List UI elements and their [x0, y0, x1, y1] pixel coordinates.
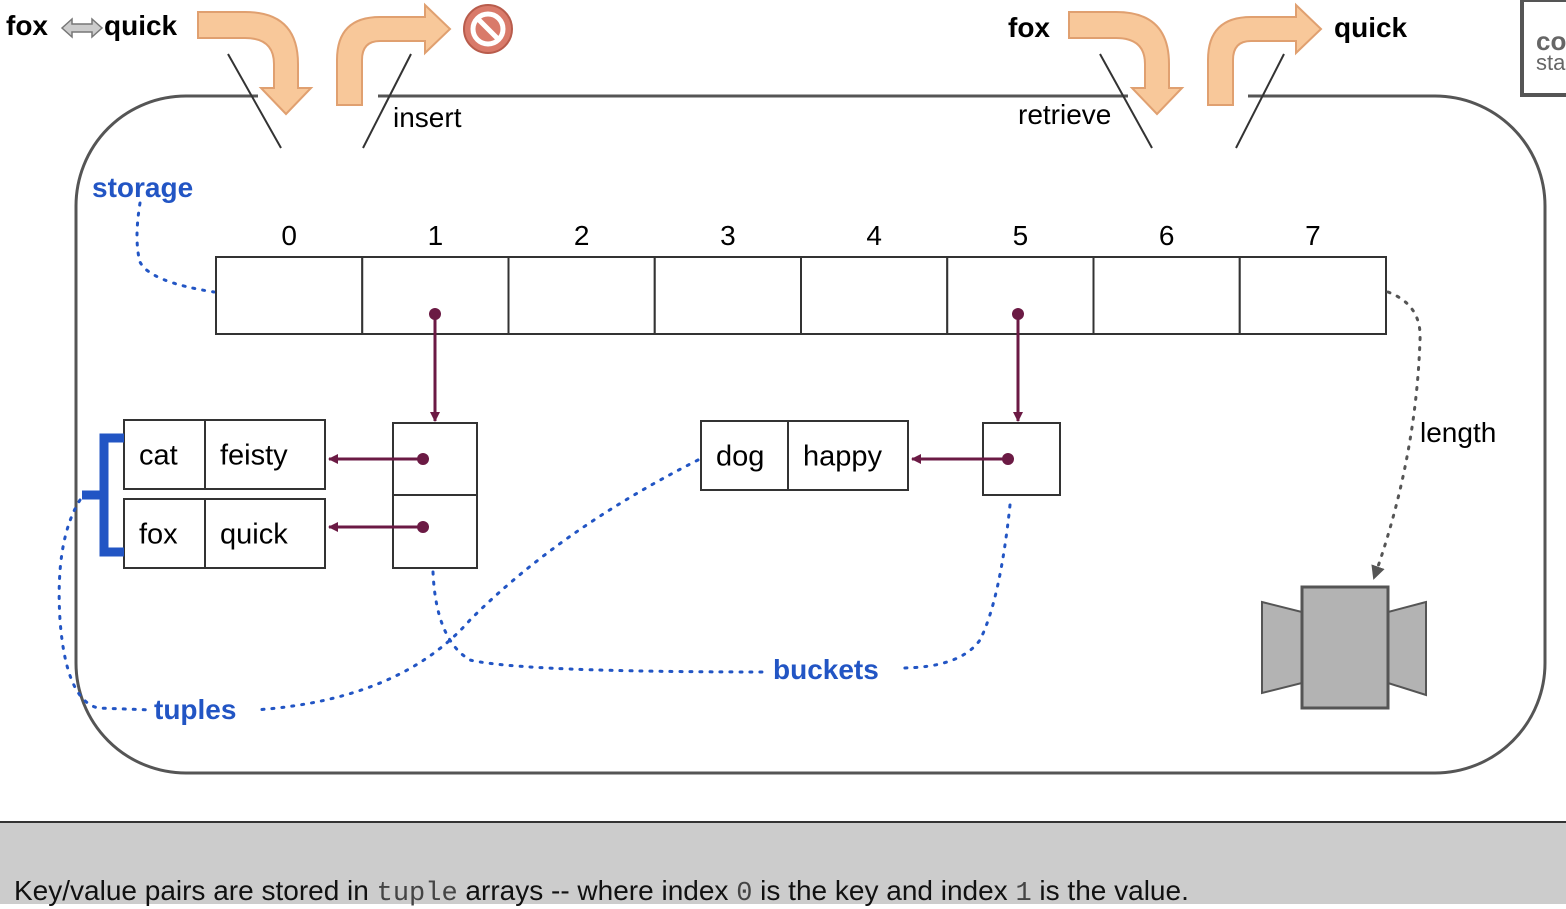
hashtable-diagram: fox quick insert fox quick retrieve co s…: [6, 0, 1566, 775]
caption-text: Key/value pairs are stored in tuple arra…: [14, 875, 1189, 909]
tuples-bracket: [82, 433, 124, 557]
length-label: length: [1420, 417, 1496, 448]
storage-index-label: 1: [428, 220, 444, 251]
storage-cell: [1238, 256, 1387, 335]
corner-text-2: sta: [1536, 50, 1566, 75]
buckets-label: buckets: [773, 654, 879, 685]
storage-array: 0 1 2 3 4 5 6 7: [215, 220, 1387, 335]
length-link: [1371, 290, 1422, 580]
tuple-key: dog: [716, 441, 764, 473]
bucket-1: [392, 422, 478, 569]
storage-index-label: 2: [574, 220, 590, 251]
storage-cell: [653, 256, 802, 335]
caption-code-key-index: 0: [736, 879, 753, 909]
retrieve-door-right: [1235, 53, 1285, 149]
storage-index-label: 5: [1013, 220, 1029, 251]
caption-part-4: is the value.: [1031, 875, 1189, 906]
storage-cell: [215, 256, 364, 335]
retrieve-value-label: quick: [1334, 12, 1408, 43]
insert-door-right: [362, 53, 412, 149]
tuple-key: fox: [139, 519, 178, 551]
tuples-bucket-1: cat feisty fox quick: [123, 419, 326, 569]
buckets-link-left: [431, 570, 772, 674]
pointer-storage-5-to-bucket: [1012, 308, 1024, 422]
storage-index-label: 3: [720, 220, 736, 251]
storage-index-label: 4: [866, 220, 882, 251]
insert-value-label: quick: [104, 10, 178, 41]
storage-cell: [800, 256, 949, 335]
storage-index-label: 0: [281, 220, 297, 251]
tuples-link-right: [253, 458, 700, 712]
tuples-label: tuples: [154, 694, 236, 725]
storage-link: [135, 201, 216, 294]
retrieve-in-arrow: [1068, 11, 1185, 116]
corner-box: [1520, 0, 1566, 97]
tuple-value: feisty: [220, 440, 288, 472]
tuple-value: quick: [220, 519, 288, 551]
pointer-bucket1-slot0: [328, 453, 429, 465]
retrieve-out-arrow: [1207, 2, 1323, 106]
storage-index-label: 7: [1305, 220, 1321, 251]
bidirectional-arrow-icon: [60, 17, 104, 39]
pointer-bucket5-slot0: [911, 453, 1014, 465]
storage-label: storage: [92, 172, 193, 203]
pointer-storage-1-to-bucket: [429, 308, 441, 422]
tuple-key: cat: [139, 440, 178, 472]
insert-door-left: [227, 53, 282, 149]
caption-part-3: is the key and index: [752, 875, 1016, 906]
caption-part-1: Key/value pairs are stored in: [14, 875, 377, 906]
tuple-value: happy: [803, 441, 883, 473]
storage-cell: [1092, 256, 1241, 335]
tuples-link-left: [57, 498, 154, 712]
tuple: fox quick: [123, 498, 326, 569]
tuple: dog happy: [700, 420, 909, 491]
retrieve-op-label: retrieve: [1018, 99, 1111, 130]
retrieve-door-left: [1099, 53, 1153, 149]
caption-bar: Key/value pairs are stored in tuple arra…: [0, 821, 1566, 909]
storage-cell: [507, 256, 656, 335]
rejected-icon: [463, 4, 513, 54]
storage-index-label: 6: [1159, 220, 1175, 251]
storage-cell: [946, 256, 1095, 335]
length-value-icon: [1261, 585, 1427, 710]
retrieve-key-label: fox: [1008, 12, 1050, 43]
insert-in-arrow: [197, 11, 314, 116]
insert-op-label: insert: [393, 102, 462, 133]
caption-code-tuple: tuple: [376, 879, 458, 909]
caption-part-2: arrays -- where index: [457, 875, 737, 906]
pointer-bucket1-slot1: [328, 521, 429, 533]
insert-out-arrow: [336, 2, 452, 106]
caption-code-value-index: 1: [1015, 879, 1032, 909]
corner-text-1: co: [1536, 26, 1566, 56]
tuples-bucket-5: dog happy: [700, 420, 909, 491]
hashtable-container: [74, 94, 1547, 775]
tuple: cat feisty: [123, 419, 326, 490]
insert-key-label: fox: [6, 10, 48, 41]
buckets-link-right: [898, 503, 1012, 670]
